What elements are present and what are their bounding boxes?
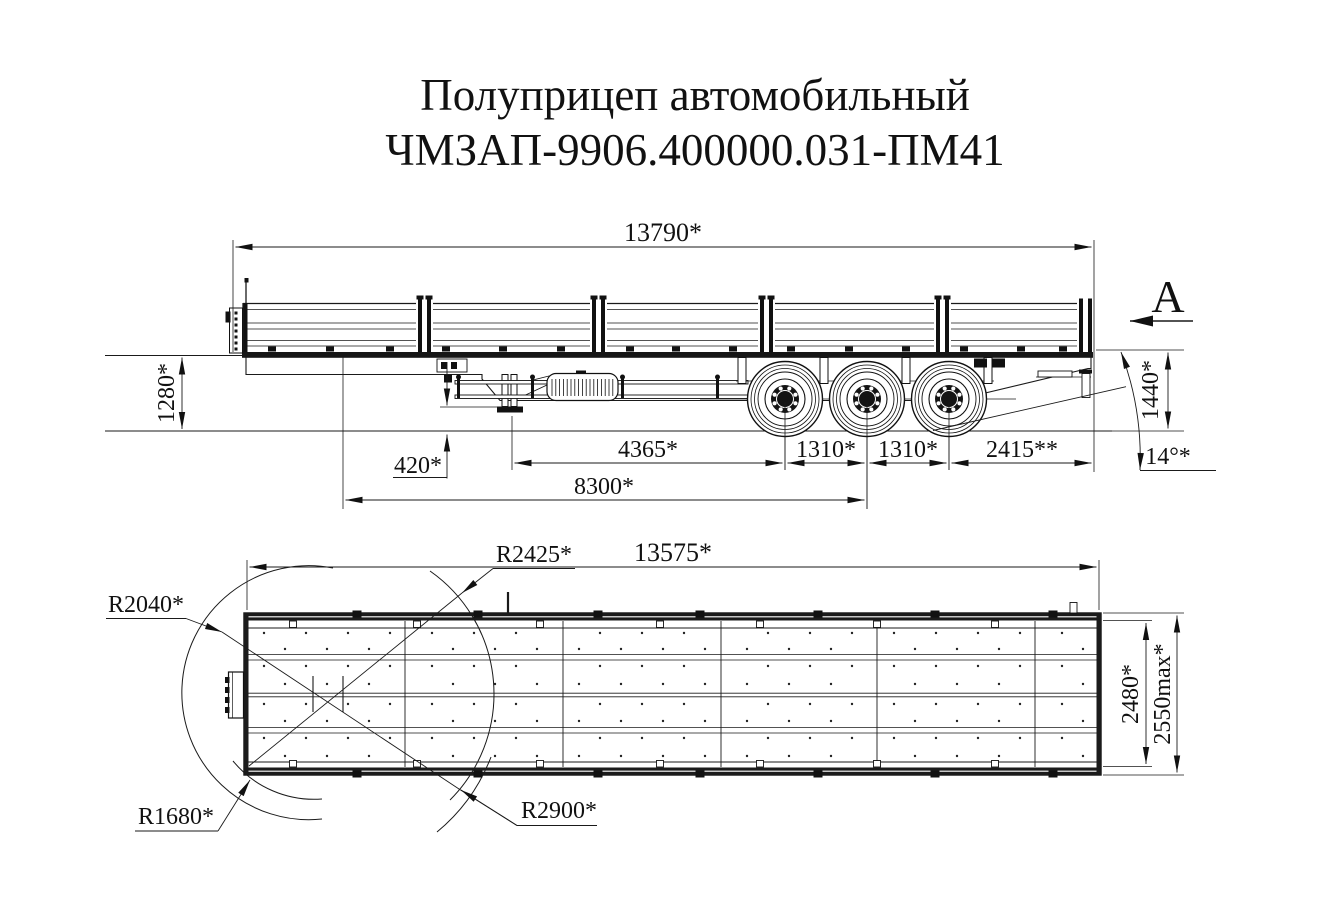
dim-label-departure-angle: 14°* xyxy=(1145,444,1191,470)
dim-label-r2900: R2900* xyxy=(521,798,597,824)
radius-callouts: R2040* R2425* R1680* R2900* xyxy=(106,542,597,832)
dim-ground-clearance: 420* xyxy=(393,362,507,479)
stake-pockets xyxy=(289,610,1058,778)
title-line-2: ЧМЗАП-9906.400000.031-ПМ41 xyxy=(385,125,1004,175)
spare-wheel-basket xyxy=(546,370,619,402)
dim-label-platform-width: 2480* xyxy=(1118,664,1144,724)
dim-label-rear-overhang: 2415** xyxy=(986,437,1058,463)
front-connector xyxy=(225,671,245,719)
arc-r2040 xyxy=(181,565,334,821)
dim-label-r2040: R2040* xyxy=(108,592,184,618)
dim-departure-angle: 14°* xyxy=(1120,351,1216,471)
dim-label-floor-height: 1280* xyxy=(154,363,180,423)
side-boards xyxy=(242,302,1091,352)
arc-r2425 xyxy=(429,570,495,801)
side-view: 14°* А 13790* 1280* 1440* 420* xyxy=(105,218,1216,509)
dim-platform-length: 13575* xyxy=(246,538,1100,610)
platform-floor-edge xyxy=(242,352,1093,358)
top-view: 13575* xyxy=(106,538,1184,833)
dim-overall-width: 2550max* xyxy=(1103,612,1184,776)
dim-axle-row: 4365* 1310* 1310* 2415** xyxy=(511,402,1092,509)
kingpin-area xyxy=(436,358,468,383)
dim-label-platform-length: 13575* xyxy=(634,538,712,567)
view-a-label: А xyxy=(1151,271,1184,322)
arc-r1680 xyxy=(232,760,323,800)
kingpin-center-marks xyxy=(312,676,344,712)
rear-marker-light xyxy=(992,358,1005,368)
dim-label-axle-spacing-2: 1310* xyxy=(878,437,938,463)
frame-rear-taper xyxy=(955,357,1092,401)
dim-label-r2425: R2425* xyxy=(496,542,572,568)
dim-rear-height: 1440* xyxy=(1096,349,1184,432)
floor-planks xyxy=(248,654,1097,734)
dim-front-to-axle2: 8300* xyxy=(342,357,865,509)
kingpin xyxy=(444,374,452,383)
title-block: Полуприцеп автомобильный ЧМЗАП-9906.4000… xyxy=(385,70,1004,175)
platform-outline xyxy=(243,612,1102,776)
dim-label-overall-width: 2550max* xyxy=(1150,643,1176,744)
view-direction-a: А xyxy=(1130,271,1193,327)
dim-label-rear-height: 1440* xyxy=(1138,360,1164,420)
dim-label-support-to-axle1: 4365* xyxy=(618,437,678,463)
floor-bolts xyxy=(262,631,1085,758)
dim-overall-length: 13790* xyxy=(232,218,1095,472)
title-line-1: Полуприцеп автомобильный xyxy=(420,70,970,120)
rear-marker-light xyxy=(974,358,987,368)
mudflap xyxy=(1081,373,1091,398)
dim-label-ground-clearance: 420* xyxy=(394,453,442,479)
landing-gear-foot xyxy=(497,406,523,413)
dim-label-overall-length: 13790* xyxy=(624,218,702,247)
dim-label-front-to-axle2: 8300* xyxy=(574,474,634,500)
dim-label-r1680: R1680* xyxy=(138,804,214,830)
cross-members xyxy=(404,621,1036,767)
dim-label-axle-spacing-1: 1310* xyxy=(796,437,856,463)
dim-platform-width: 2480* xyxy=(1103,620,1152,767)
tie-down-clips xyxy=(268,346,1067,352)
rear-end xyxy=(974,358,1092,398)
stake-posts xyxy=(243,295,1094,352)
dim-floor-height: 1280* xyxy=(154,357,186,429)
